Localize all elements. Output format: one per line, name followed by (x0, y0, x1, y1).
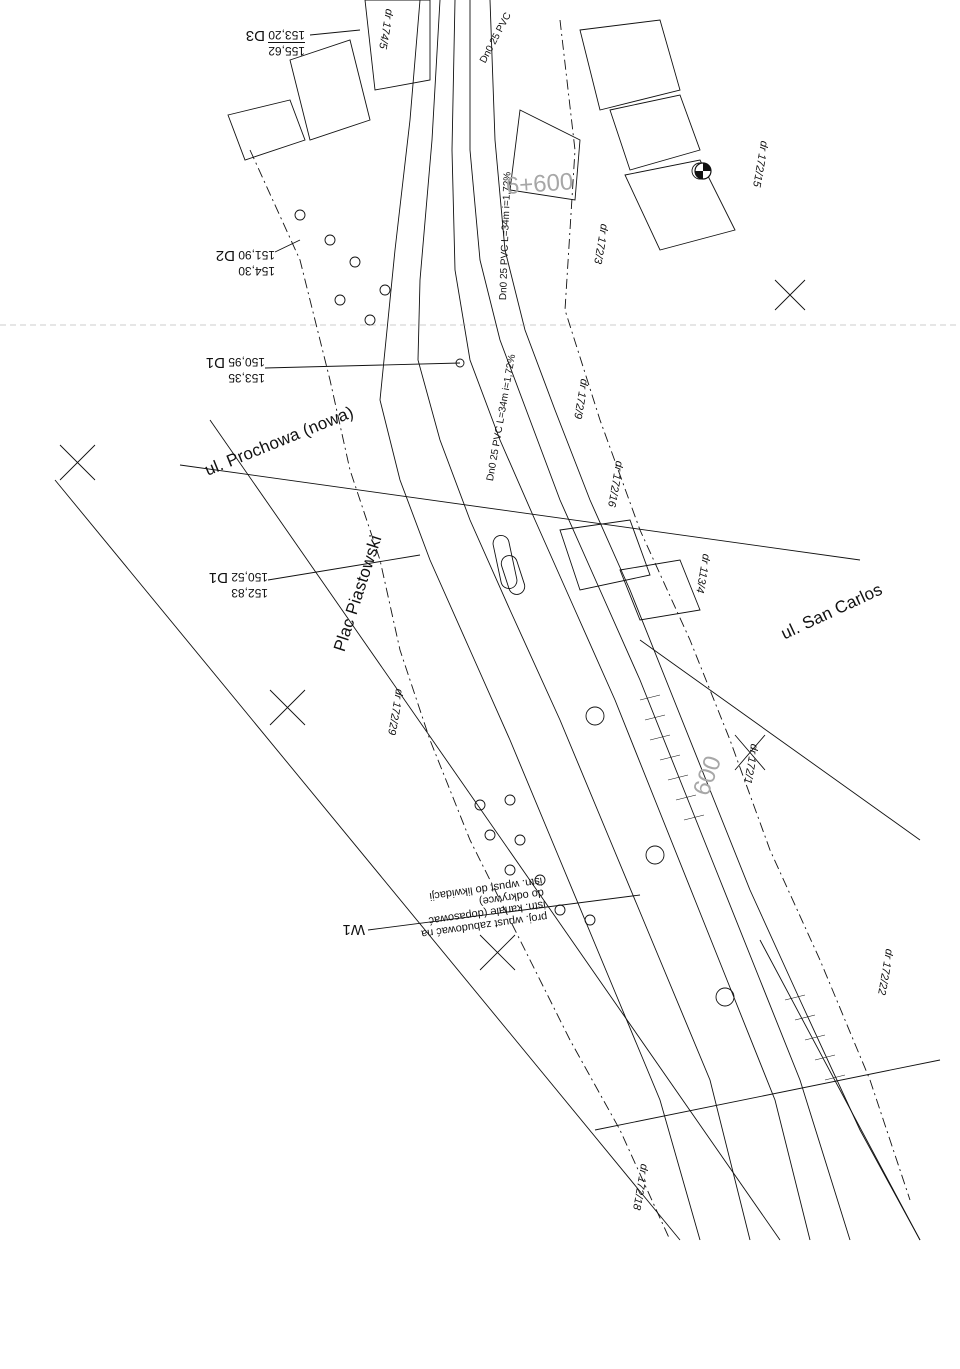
road-edge-left-2 (417, 0, 751, 1241)
plot-prefix: dr (698, 552, 712, 565)
leader-d2 (274, 239, 301, 253)
building-4 (579, 19, 681, 111)
level-d1b-bottom: 150,52 (231, 570, 268, 584)
diagonal-line-2 (179, 464, 861, 561)
leader-d1 (264, 362, 461, 369)
boundary-left (249, 149, 671, 1241)
building-8 (559, 519, 651, 591)
island-2 (500, 555, 526, 595)
linework (54, 0, 941, 1241)
level-d2-id: D2 (215, 247, 235, 264)
level-d3-id: D3 (245, 27, 265, 44)
tree-circles (294, 162, 735, 1007)
plot-prefix: dr (746, 742, 760, 755)
diagonal-line-4 (594, 1059, 941, 1131)
level-d1b: 152,83 150,52 D1 (209, 569, 268, 600)
plot-prefix: dr (596, 222, 610, 235)
hatching (639, 694, 846, 1081)
plot-prefix: dr (391, 687, 405, 700)
building-3 (364, 0, 431, 91)
plot-prefix: dr (636, 1162, 650, 1175)
leader-w1 (367, 894, 641, 931)
island-1 (492, 534, 518, 590)
leader-d1b (267, 554, 421, 581)
leader-d3 (309, 29, 361, 36)
road-edge-left (379, 0, 701, 1241)
chainage-a: 6+600 (505, 168, 575, 200)
level-d2-bottom: 151,90 (238, 248, 275, 262)
benchmark-symbol (694, 162, 712, 180)
diagonal-line-5 (759, 939, 921, 1241)
plot-prefix: dr (381, 7, 395, 20)
level-d3-top: 155,62 (268, 44, 305, 58)
level-d1b-top: 152,83 (231, 586, 268, 600)
level-d1: 153,35 150,95 D1 (206, 354, 265, 385)
building-7 (509, 109, 581, 201)
level-d3-bottom: 153,20 (268, 28, 305, 43)
road-edge-right-2 (489, 0, 921, 1241)
grid-crosses (59, 279, 806, 971)
level-d1-bottom: 150,95 (228, 355, 265, 369)
level-d1-top: 153,35 (228, 371, 265, 385)
building-9 (619, 559, 701, 621)
building-1 (227, 99, 306, 161)
level-d2: 154,30 151,90 D2 (216, 247, 275, 278)
inlet-w1-id: W1 (342, 921, 366, 938)
plot-prefix: dr (756, 139, 770, 152)
diagonal-line-3 (209, 419, 781, 1241)
diagonal-line-6 (639, 639, 921, 841)
plot-prefix: dr (611, 459, 625, 472)
building-6 (624, 159, 736, 251)
level-d1-id: D1 (205, 354, 225, 371)
building-2 (289, 39, 371, 141)
plot-prefix: dr (881, 947, 895, 960)
boundary-right (559, 19, 911, 1201)
level-d2-top: 154,30 (238, 264, 275, 278)
plot-prefix: dr (576, 377, 590, 390)
road-edge-right (469, 0, 851, 1241)
building-5 (609, 94, 701, 171)
level-d3: 155,62 153,20 D3 (246, 27, 305, 58)
road-center (451, 0, 811, 1241)
diagonal-line-1 (54, 479, 681, 1241)
level-d1b-id: D1 (208, 569, 228, 586)
